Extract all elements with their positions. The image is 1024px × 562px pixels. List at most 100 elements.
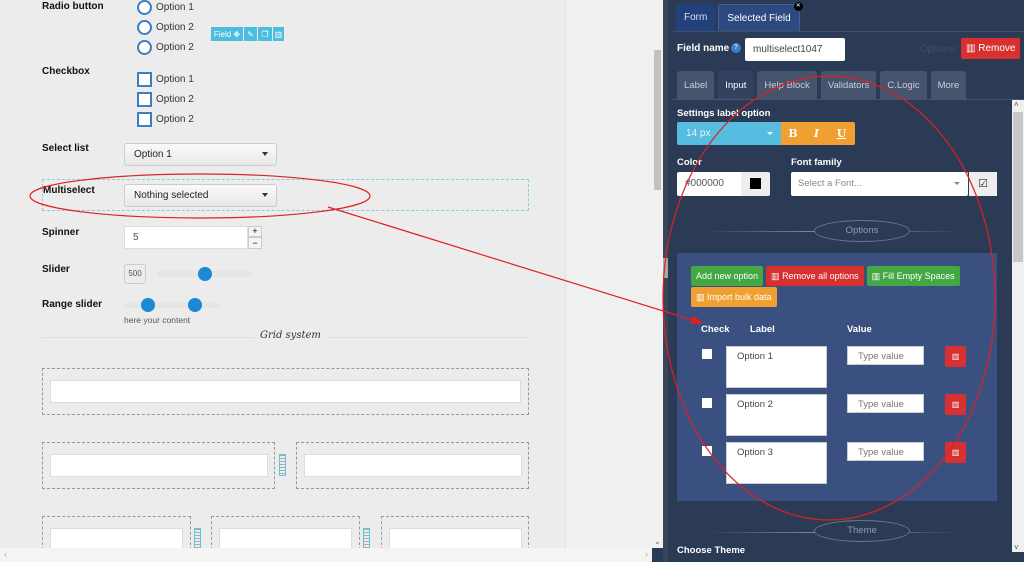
close-icon[interactable]: ✕: [793, 2, 803, 11]
font-size-select[interactable]: 14 px: [677, 122, 781, 145]
grid-input[interactable]: [304, 454, 522, 477]
tab-help-block[interactable]: Help Block: [757, 71, 817, 99]
column-check: Check: [701, 324, 730, 335]
checkbox-option[interactable]: Option 2: [137, 109, 194, 129]
color-picker-button[interactable]: [741, 172, 770, 196]
checkbox-option[interactable]: Option 1: [137, 69, 194, 89]
resize-handle-icon[interactable]: [363, 528, 370, 548]
multiselect-label: Multiselect: [43, 185, 95, 196]
field-name-label: Field name: [677, 43, 730, 54]
slider-label: Slider: [42, 264, 70, 275]
option-label-input[interactable]: Option 3: [726, 442, 827, 484]
range-slider-track[interactable]: [124, 302, 219, 308]
spinner-increment[interactable]: +: [248, 226, 262, 237]
radio-option[interactable]: Option 2: [137, 37, 194, 57]
font-family-select[interactable]: Select a Font...: [791, 172, 968, 196]
italic-button[interactable]: I: [805, 122, 828, 145]
field-toolbar: Field ✥ ✎ ❐ ▥: [211, 27, 284, 41]
move-field-button[interactable]: Field ✥: [211, 27, 243, 41]
spinner-label: Spinner: [42, 227, 80, 238]
delete-option-button[interactable]: ▥: [945, 346, 966, 367]
range-slider-min-handle[interactable]: [141, 298, 155, 312]
spinner-decrement[interactable]: −: [248, 237, 262, 249]
option-check[interactable]: [702, 446, 712, 456]
option-label-input[interactable]: Option 2: [726, 394, 827, 436]
range-slider-max-handle[interactable]: [188, 298, 202, 312]
option-value-input[interactable]: Type value: [847, 394, 924, 413]
grid-input[interactable]: [219, 528, 352, 548]
theme-divider-label: Theme: [814, 520, 910, 542]
slider-value: 500: [124, 264, 146, 284]
copy-icon[interactable]: ❐: [258, 27, 272, 41]
import-bulk-data-button[interactable]: ▥ Import bulk data: [691, 287, 777, 307]
range-slider-help: here your content: [124, 315, 191, 325]
select-label: Select list: [42, 143, 89, 154]
trash-icon[interactable]: ▥: [273, 27, 284, 41]
delete-option-button[interactable]: ▥: [945, 394, 966, 415]
grid-input[interactable]: [50, 528, 183, 548]
options-label: Options:: [919, 44, 957, 55]
radio-option[interactable]: Option 2: [137, 17, 194, 37]
checkbox-icon[interactable]: ☑: [969, 172, 997, 196]
grid-col: [296, 442, 529, 489]
option-check[interactable]: [702, 349, 712, 359]
grid-system-title: Grid system: [254, 330, 327, 341]
multiselect-dropdown[interactable]: Nothing selected: [124, 184, 277, 207]
tab-more[interactable]: More: [930, 71, 967, 99]
tab-validators[interactable]: Validators: [820, 71, 877, 99]
help-icon[interactable]: ?: [731, 43, 741, 53]
grid-row: [42, 368, 529, 415]
delete-option-button[interactable]: ▥: [945, 442, 966, 463]
fill-empty-spaces-button[interactable]: ▥ Fill Empty Spaces: [866, 266, 960, 286]
grid-input[interactable]: [389, 528, 522, 548]
option-value-input[interactable]: Type value: [847, 346, 924, 365]
color-input[interactable]: #000000: [677, 172, 741, 196]
caret-down-icon: [767, 132, 773, 135]
grid-input[interactable]: [50, 454, 268, 477]
remove-button[interactable]: ▥ Remove: [961, 38, 1021, 59]
grid-col: [211, 516, 360, 548]
grid-col: [42, 516, 191, 548]
panel-scrollbar[interactable]: ˄˅: [1012, 100, 1024, 552]
tab-selected-field[interactable]: Selected Field✕: [718, 2, 803, 31]
select-list[interactable]: Option 1: [124, 143, 277, 166]
choose-theme-label: Choose Theme: [677, 545, 746, 556]
horizontal-scrollbar[interactable]: ‹›: [0, 548, 652, 562]
radio-label: Radio button: [42, 1, 104, 12]
checkbox-group: Option 1 Option 2 Option 2: [137, 69, 194, 129]
properties-panel: Form Selected Field✕ Field name ? multis…: [668, 0, 1024, 562]
grid-col: [42, 442, 275, 489]
form-preview: Radio button Option 1 Option 2 Option 2 …: [0, 0, 652, 548]
vertical-scrollbar[interactable]: ⌄: [652, 0, 663, 548]
settings-label: Settings label option: [677, 108, 771, 119]
checkbox-option[interactable]: Option 2: [137, 89, 194, 109]
column-value: Value: [847, 324, 872, 335]
color-label: Color: [677, 157, 702, 168]
multiselect-field-selected[interactable]: [42, 179, 529, 211]
remove-all-options-button[interactable]: ▥ Remove all options: [766, 266, 864, 286]
resize-handle-icon[interactable]: [279, 454, 286, 476]
tab-input[interactable]: Input: [718, 71, 754, 99]
caret-down-icon: [262, 152, 268, 156]
caret-down-icon: [954, 182, 960, 185]
add-option-button[interactable]: Add new option: [691, 266, 764, 286]
bold-button[interactable]: B: [781, 122, 805, 145]
caret-down-icon: [262, 193, 268, 197]
underline-button[interactable]: U: [828, 122, 855, 145]
option-label-input[interactable]: Option 1: [726, 346, 827, 388]
slider-handle[interactable]: [197, 267, 212, 281]
checkbox-label: Checkbox: [42, 66, 90, 77]
range-slider-label: Range slider: [42, 299, 103, 310]
edit-icon[interactable]: ✎: [244, 27, 257, 41]
tab-clogic[interactable]: C.Logic: [880, 71, 927, 99]
field-name-input[interactable]: multiselect1047: [745, 38, 845, 61]
column-label: Label: [750, 324, 775, 335]
radio-option[interactable]: Option 1: [137, 0, 194, 17]
tab-form[interactable]: Form: [676, 4, 716, 31]
grid-input[interactable]: [50, 380, 521, 403]
spinner-input[interactable]: 5: [124, 226, 248, 249]
option-check[interactable]: [702, 398, 712, 408]
tab-label[interactable]: Label: [677, 71, 715, 99]
option-value-input[interactable]: Type value: [847, 442, 924, 461]
resize-handle-icon[interactable]: [194, 528, 201, 548]
